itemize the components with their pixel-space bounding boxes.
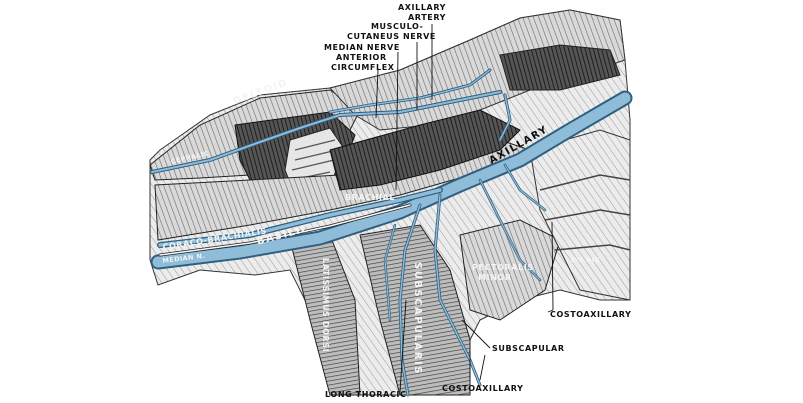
label-median-nerve: MEDIAN NERVE — [324, 43, 400, 52]
label-axillary-artery-1: AXILLARY — [398, 3, 447, 12]
leader-lines — [375, 24, 554, 393]
label-circumflex: CIRCUMFLEX — [331, 63, 395, 72]
label-anterior: ANTERIOR — [336, 53, 387, 62]
label-subscapularis: SUBSCAPULARIS — [412, 262, 423, 375]
label-axillary-artery-2: ARTERY — [408, 13, 447, 22]
chest-wall — [529, 129, 631, 301]
label-subscapular: SUBSCAPULAR — [492, 344, 565, 353]
veins — [150, 68, 633, 397]
nerves — [158, 203, 412, 257]
label-costoaxillary-right: COSTOAXILLARY — [550, 310, 632, 319]
pectoralis-minor-muscle — [459, 219, 561, 321]
label-latissimus-dorsi: LATISSIMUS DORSI — [321, 258, 330, 353]
label-musculo-cutaneus-1: MUSCULO- — [371, 22, 424, 31]
label-brachial: BRACHIAL — [345, 193, 396, 202]
label-3rd-rib: 3rd RIB — [570, 256, 600, 264]
label-pectoralis-2: MINOR — [478, 273, 512, 282]
label-costoaxillary-bottom: COSTOAXILLARY — [442, 384, 524, 393]
label-long-thoracic: LONG THORACIC — [325, 390, 407, 399]
label-musculo-cutaneus-2: CUTANEUS NERVE — [347, 32, 436, 41]
label-pectoralis-1: PECTORALIS — [472, 263, 534, 272]
axillary-cavity — [329, 109, 521, 191]
